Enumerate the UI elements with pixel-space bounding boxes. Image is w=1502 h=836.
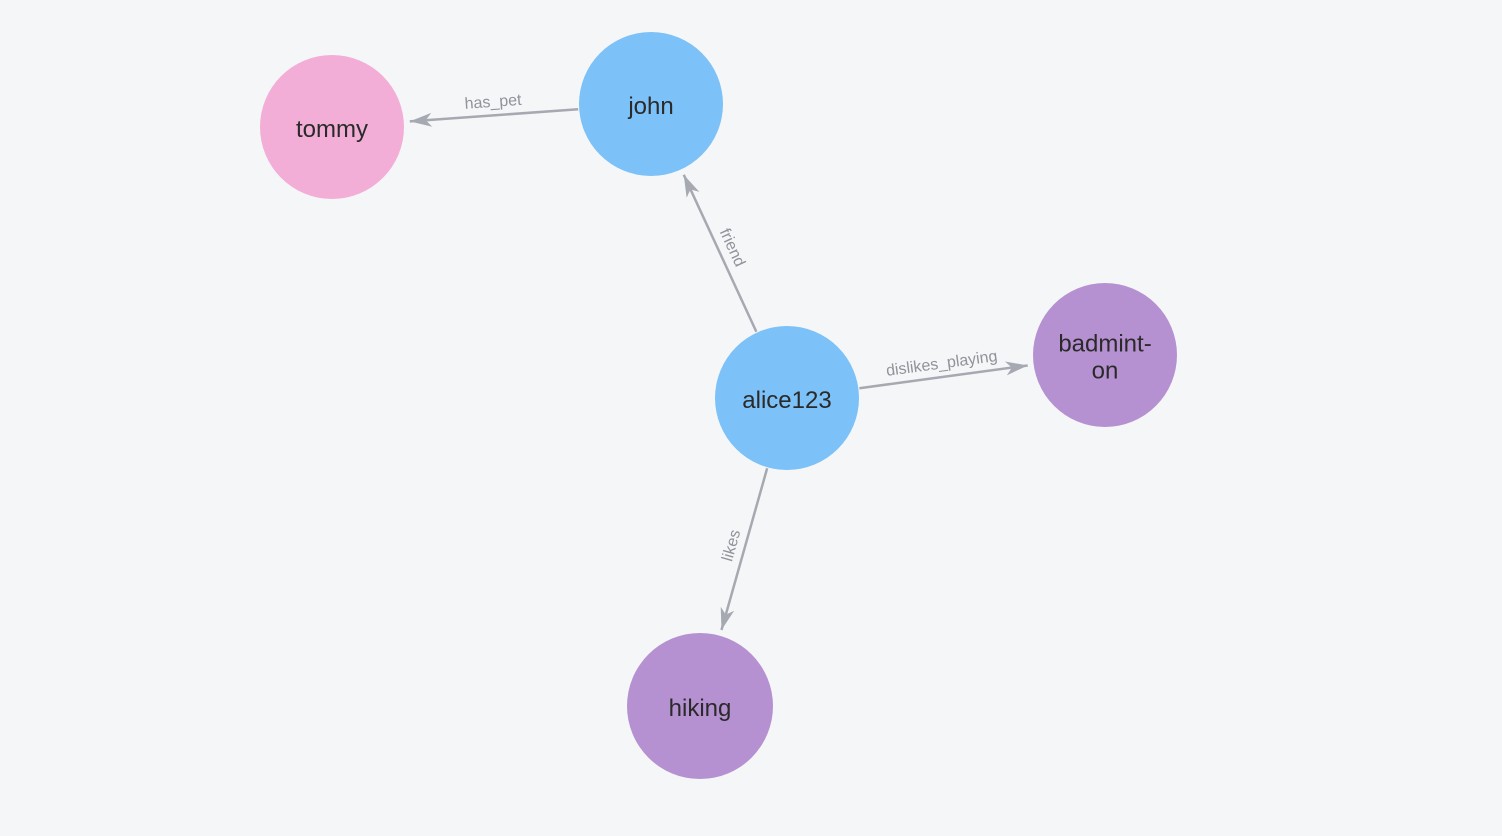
node-caption: badmint-on [1058,330,1151,384]
node-caption: alice123 [742,387,831,414]
node-circle-tommy[interactable] [260,55,404,199]
edge-alice123-hiking: likes [719,467,769,631]
node-caption: hiking [669,695,732,722]
node-alice123: alice123 [715,326,859,470]
relationship-type-label[interactable]: dislikes_playing [885,348,998,380]
edge-alice123-badminton: dislikes_playing [859,348,1028,390]
relationship-type-label[interactable]: has_pet [464,92,523,113]
node-hiking: hiking [627,633,773,779]
edge-john-tommy: has_pet [409,92,579,127]
relationship-type-label[interactable]: friend [716,226,748,269]
node-tommy: tommy [260,55,404,199]
relationship-arrow[interactable] [720,467,769,631]
node-badminton: badmint-on [1033,283,1177,427]
relationship-arrow[interactable] [409,108,579,127]
edge-alice123-john: friend [682,174,758,333]
node-caption: tommy [296,116,368,143]
relationship-arrow[interactable] [859,361,1028,390]
relationship-arrow[interactable] [682,174,758,333]
node-circle-john[interactable] [579,32,723,176]
node-caption: john [627,93,673,120]
node-circle-alice123[interactable] [715,326,859,470]
node-john: john [579,32,723,176]
node-circle-badminton[interactable] [1033,283,1177,427]
node-circle-hiking[interactable] [627,633,773,779]
